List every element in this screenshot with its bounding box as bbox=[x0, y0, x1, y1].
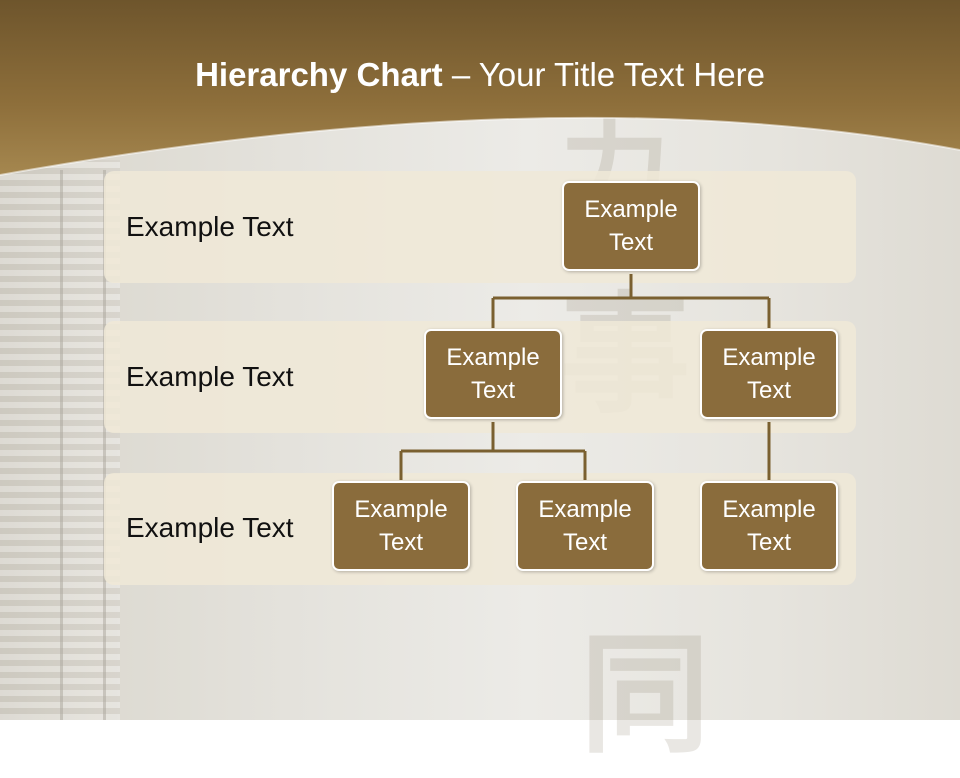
level-label-2: Example Text bbox=[126, 361, 294, 392]
node-mid-left-line2: Text bbox=[470, 377, 515, 404]
node-leaf-2-line1: Example bbox=[538, 496, 632, 523]
node-mid-right-line1: Example bbox=[722, 344, 816, 371]
node-mid-right-line2: Text bbox=[746, 377, 791, 404]
connector-lines bbox=[399, 274, 771, 480]
slide-title: Hierarchy Chart – Your Title Text Here bbox=[0, 56, 960, 94]
node-leaf-2-line2: Text bbox=[562, 529, 607, 556]
node-mid-left-line1: Example bbox=[446, 344, 540, 371]
node-root-line2: Text bbox=[608, 229, 653, 256]
carved-column-decoration bbox=[60, 170, 106, 720]
level-band-1 bbox=[104, 171, 856, 283]
level-label-3: Example Text bbox=[126, 512, 294, 543]
title-bold: Hierarchy Chart bbox=[195, 56, 443, 93]
node-leaf-3-line1: Example bbox=[722, 496, 816, 523]
node-leaf-1-line1: Example bbox=[354, 496, 448, 523]
node-root-line1: Example bbox=[584, 196, 678, 223]
title-rest: – Your Title Text Here bbox=[442, 56, 765, 93]
node-leaf-3-line2: Text bbox=[746, 529, 791, 556]
level-label-1: Example Text bbox=[126, 211, 294, 242]
node-leaf-1-line2: Text bbox=[378, 529, 423, 556]
header-banner bbox=[0, 0, 960, 176]
